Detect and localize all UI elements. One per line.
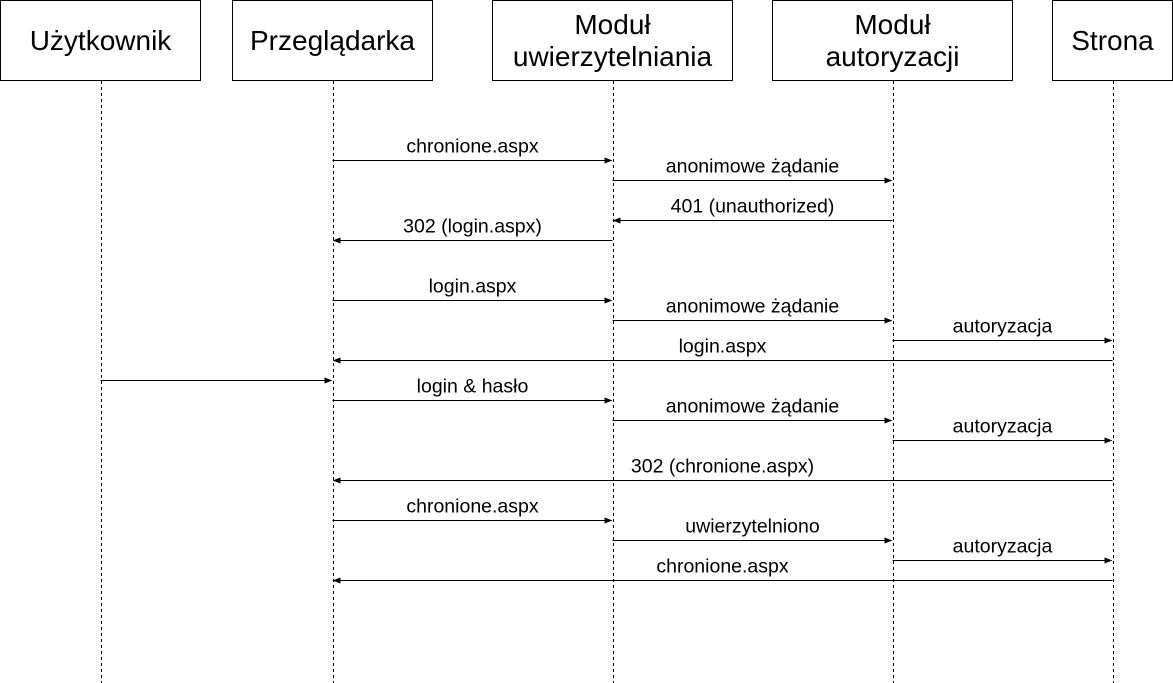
participant-page: Strona	[1052, 0, 1173, 81]
message-label: login.aspx	[429, 276, 517, 298]
message-2: 401 (unauthorized)	[612, 196, 893, 224]
participant-label-authz: autoryzacji	[826, 41, 960, 72]
message-13: chronione.aspx	[332, 496, 613, 524]
messages: chronione.aspx anonimowe żądanie 401 (unau…	[100, 136, 1113, 584]
message-label: autoryzacja	[953, 316, 1053, 338]
message-label: uwierzytelniono	[685, 516, 820, 538]
participant-user: Użytkownik	[0, 0, 201, 81]
participant-box-authn	[492, 0, 733, 81]
participant-box-browser	[232, 0, 433, 81]
message-5: anonimowe żądanie	[612, 296, 893, 324]
message-label: login.aspx	[679, 336, 767, 358]
participant-box-user	[0, 0, 201, 81]
message-3: 302 (login.aspx)	[332, 216, 613, 244]
message-label: 302 (chronione.aspx)	[631, 456, 814, 478]
participant-label-authz: Moduł	[854, 9, 931, 40]
message-15: autoryzacja	[892, 536, 1113, 564]
lifelines	[101, 81, 1114, 683]
message-0: chronione.aspx	[332, 136, 613, 164]
message-label: 302 (login.aspx)	[403, 216, 542, 238]
participant-label-authn: uwierzytelniania	[513, 41, 713, 72]
message-label: 401 (unauthorized)	[671, 196, 835, 218]
message-label: anonimowe żądanie	[666, 156, 839, 178]
message-11: autoryzacja	[892, 416, 1113, 444]
message-14: uwierzytelniono	[612, 516, 893, 544]
message-10: anonimowe żądanie	[612, 396, 893, 424]
message-label: autoryzacja	[953, 536, 1053, 558]
message-label: autoryzacja	[953, 416, 1053, 438]
participant-label-browser: Przeglądarka	[250, 25, 415, 56]
participant-label-user: Użytkownik	[30, 25, 173, 56]
participant-box-authz	[772, 0, 1013, 81]
participant-label-page: Strona	[1071, 25, 1154, 56]
message-4: login.aspx	[332, 276, 613, 304]
message-label: anonimowe żądanie	[666, 396, 839, 418]
message-label: login & hasło	[417, 376, 529, 398]
message-6: autoryzacja	[892, 316, 1113, 344]
participant-box-page	[1052, 0, 1173, 81]
message-label: anonimowe żądanie	[666, 296, 839, 318]
message-7: login.aspx	[332, 336, 1113, 364]
message-1: anonimowe żądanie	[612, 156, 893, 184]
message-12: 302 (chronione.aspx)	[332, 456, 1113, 484]
participant-browser: Przeglądarka	[232, 0, 433, 81]
message-label: chronione.aspx	[406, 136, 539, 158]
message-label: chronione.aspx	[656, 556, 789, 578]
message-label: chronione.aspx	[406, 496, 539, 518]
message-16: chronione.aspx	[332, 556, 1113, 584]
participant-label-authn: Moduł	[574, 9, 651, 40]
message-9: login & hasło	[332, 376, 613, 404]
